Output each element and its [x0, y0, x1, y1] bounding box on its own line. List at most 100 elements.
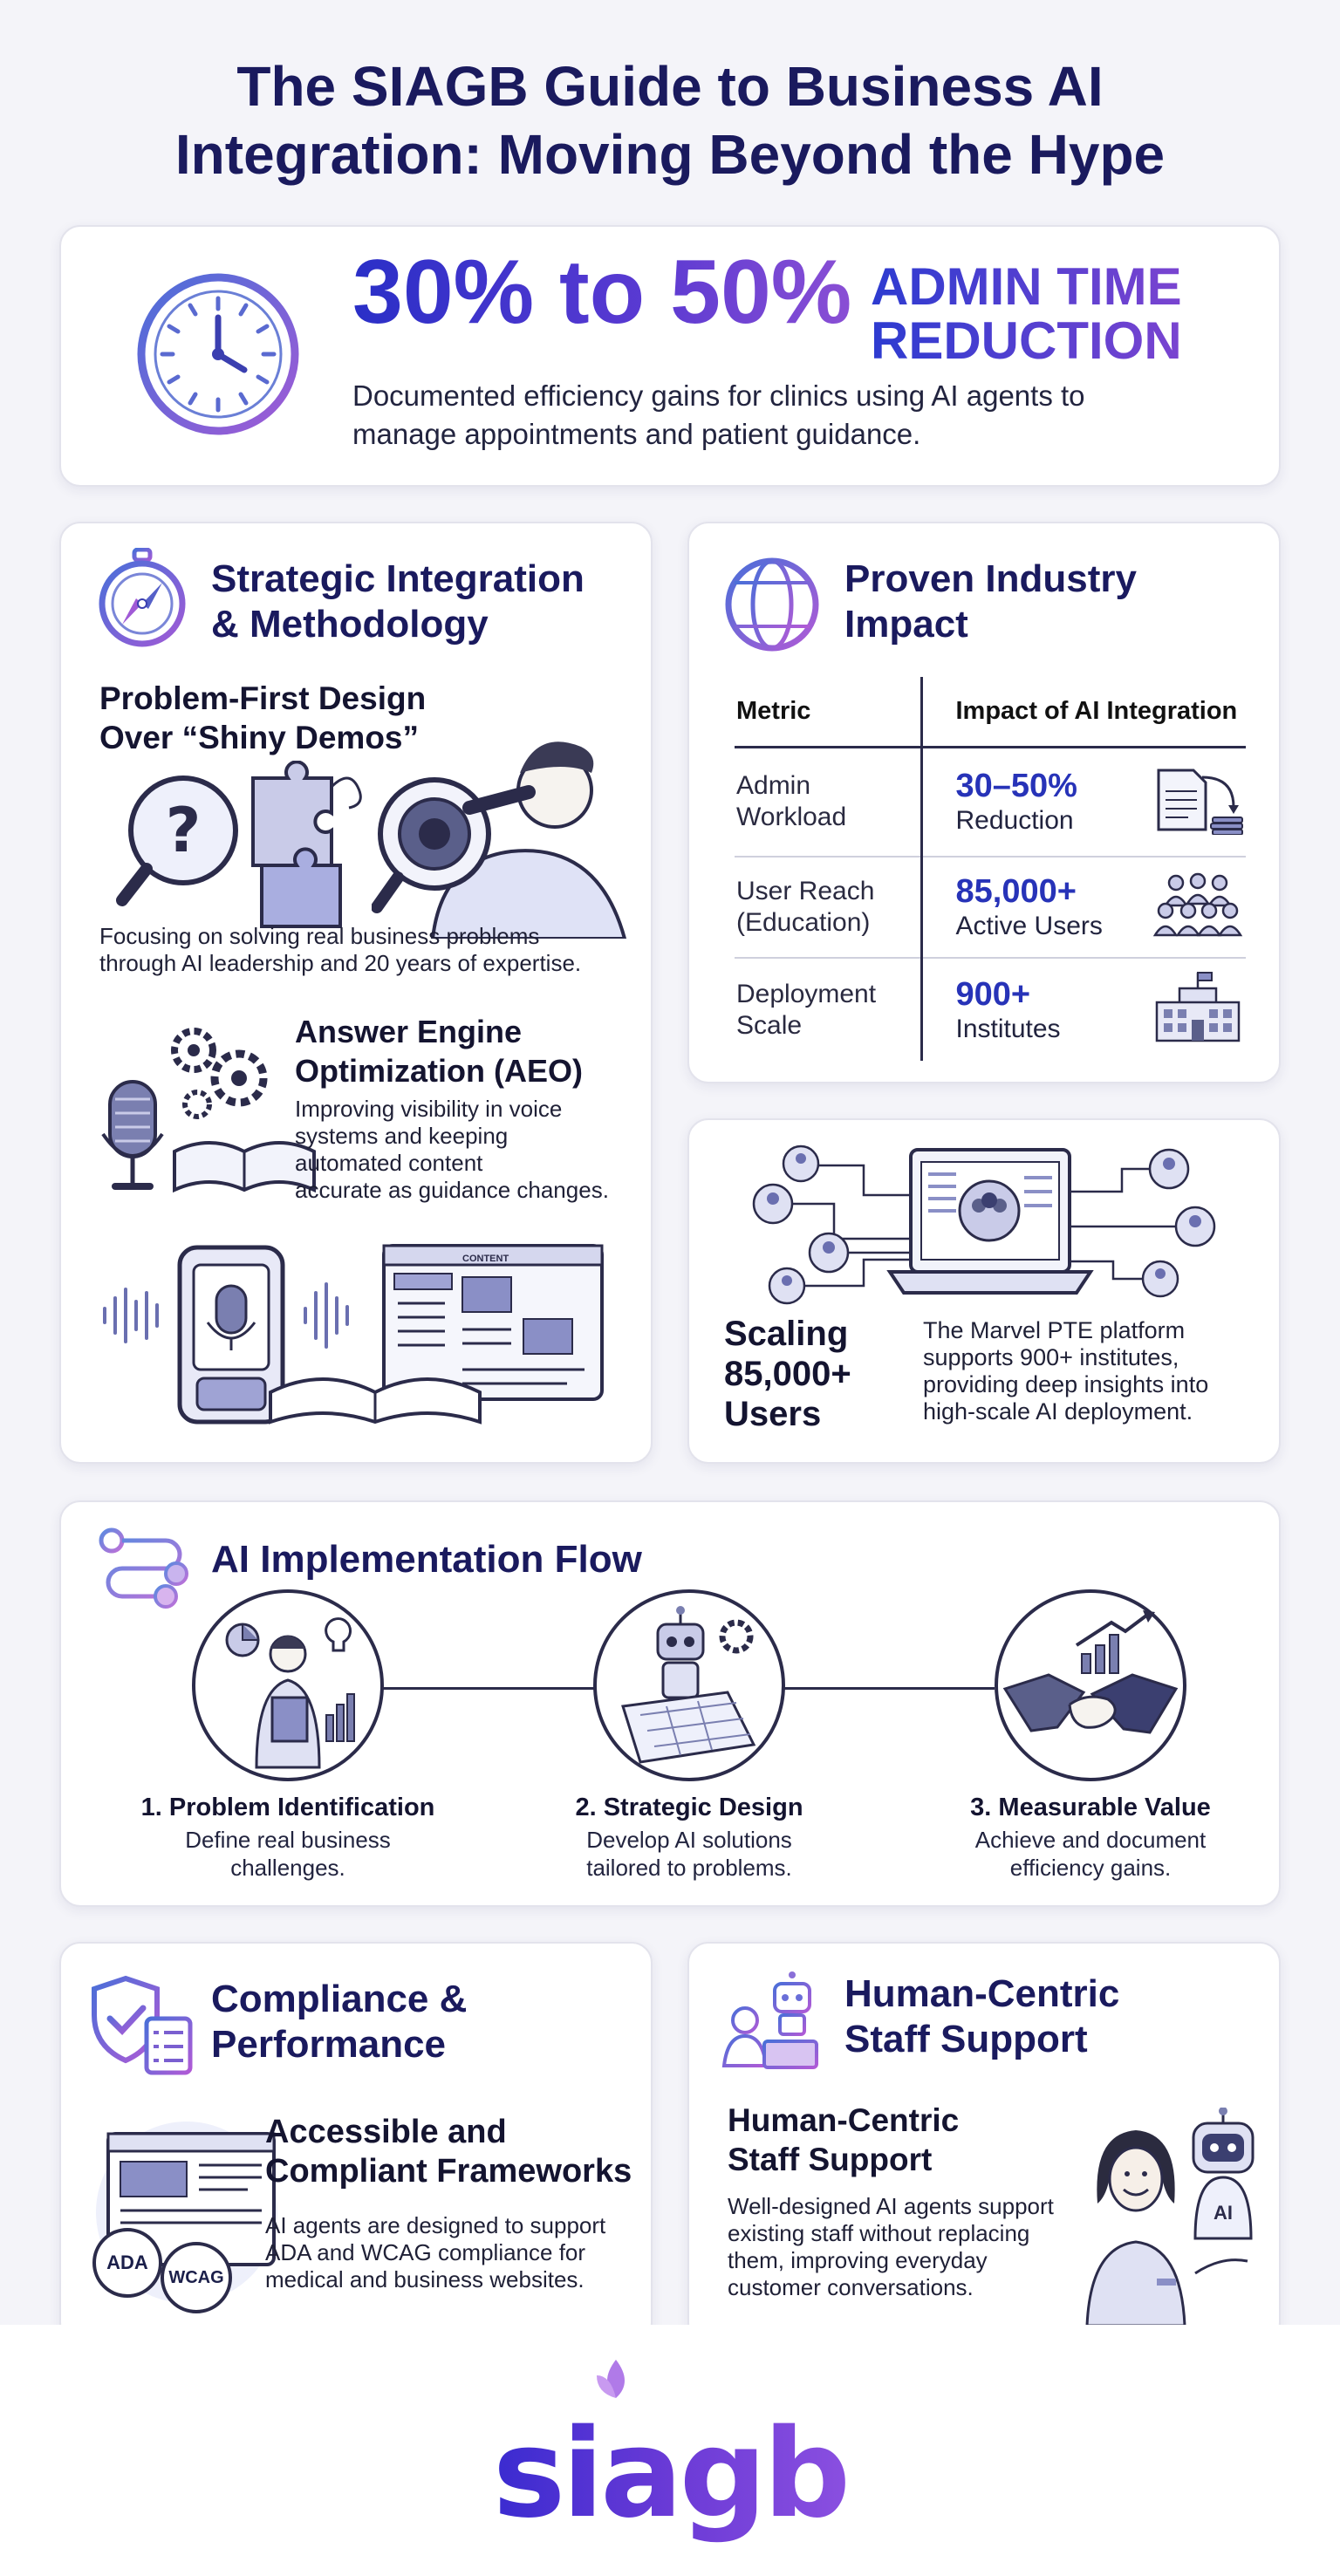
hero-desc-line2: manage appointments and patient guidance…	[352, 418, 921, 450]
flow-step-1: 1. Problem Identification Define real bu…	[96, 1794, 480, 1882]
hero-stat-label-line1: ADMIN TIME	[871, 257, 1182, 316]
aeo-heading: Answer Engine Optimization (AEO)	[295, 1012, 583, 1090]
header-impact: Impact of AI Integration	[920, 677, 1246, 747]
human-desc-line3: them, improving everyday	[728, 2247, 988, 2273]
impact-title-line2: Impact	[844, 603, 968, 646]
step-desc: Define real business challenges.	[96, 1826, 480, 1882]
step-desc-line1: Achieve and document	[974, 1827, 1207, 1853]
scaling-title: Scaling 85,000+ Users	[724, 1314, 851, 1434]
brand-logo-text: siagb	[492, 2403, 851, 2545]
metric-line1: Deployment	[736, 979, 877, 1008]
step-title: 3. Measurable Value	[970, 1794, 1211, 1821]
strategic-card: Strategic Integration & Methodology Prob…	[59, 522, 653, 1464]
header-metric: Metric	[736, 696, 811, 725]
human-title-line1: Human-Centric	[844, 1972, 1120, 2015]
table-row: Deployment Scale 900+ Institutes	[735, 958, 1246, 1061]
step-circle-2	[593, 1589, 785, 1781]
hero-description: Documented efficiency gains for clinics …	[352, 377, 1085, 454]
metric-line1: User Reach	[736, 877, 875, 905]
human-heading: Human-Centric Staff Support	[728, 2101, 959, 2179]
hero-stat-label: ADMIN TIME REDUCTION	[871, 260, 1182, 368]
scaling-title-line1: Scaling	[724, 1315, 849, 1353]
flow-step-2: 2. Strategic Design Develop AI solutions…	[497, 1794, 881, 1882]
compliance-desc: AI agents are designed to support ADA an…	[265, 2212, 605, 2293]
handshake-icon	[1002, 1610, 1179, 1734]
impact-cell: 30–50% Reduction	[920, 747, 1141, 857]
shield-checklist-icon	[92, 1975, 193, 2075]
hero-desc-line1: Documented efficiency gains for clinics …	[352, 379, 1085, 412]
scaling-title-line2: 85,000+	[724, 1355, 851, 1393]
network-laptop-icon	[752, 1145, 1216, 1305]
compass-icon	[99, 548, 186, 647]
step-title: 2. Strategic Design	[575, 1794, 803, 1821]
impact-card: Proven Industry Impact Metric Impact of …	[687, 522, 1281, 1083]
impact-label: Reduction	[955, 806, 1074, 836]
metric-line2: (Education)	[736, 908, 871, 937]
flow-title: AI Implementation Flow	[211, 1538, 642, 1581]
compliance-title-line2: Performance	[211, 2023, 447, 2066]
aeo-heading-line1: Answer Engine	[295, 1014, 523, 1049]
compliance-desc-line3: medical and business websites.	[265, 2266, 585, 2292]
human-title: Human-Centric Staff Support	[844, 1971, 1119, 2062]
compliance-card: Compliance & Performance ADA WCAG Access…	[59, 1942, 653, 2343]
scaling-desc-line4: high-scale AI deployment.	[923, 1398, 1193, 1425]
human-desc-line1: Well-designed AI agents support	[728, 2193, 1054, 2219]
step-desc-line1: Develop AI solutions	[586, 1827, 792, 1853]
ada-badge: ADA	[92, 2228, 162, 2298]
problem-first-heading-line1: Problem-First Design	[99, 680, 427, 716]
hero-stat: 30% to 50%	[352, 242, 852, 343]
table-row: Admin Workload 30–50% Reduction	[735, 747, 1246, 857]
impact-value: 900+	[955, 975, 1031, 1013]
analyst-icon	[225, 1617, 355, 1769]
mic-gears-book-icon	[101, 1028, 316, 1193]
document-stack-icon	[1157, 769, 1243, 836]
step-desc-line2: challenges.	[230, 1855, 345, 1881]
hero-card: 30% to 50% ADMIN TIME REDUCTION Document…	[59, 225, 1281, 487]
hero-stat-label-line2: REDUCTION	[871, 311, 1182, 370]
leaf-icon	[597, 2360, 625, 2398]
metric-cell: Deployment Scale	[735, 958, 921, 1061]
robot-label: AI	[1214, 2202, 1233, 2224]
table-row: User Reach (Education) 85,000+ Active Us…	[735, 857, 1246, 958]
wcag-badge-label: WCAG	[168, 2267, 224, 2287]
page-title-line2: Integration: Moving Beyond the Hype	[174, 123, 1166, 186]
content-label: CONTENT	[462, 1254, 509, 1264]
human-title-line2: Staff Support	[844, 2018, 1088, 2060]
metric-line2: Workload	[736, 803, 847, 832]
impact-icon-cell	[1141, 747, 1246, 857]
metric-line2: Scale	[736, 1010, 803, 1040]
aeo-desc-line4: accurate as guidance changes.	[295, 1177, 609, 1203]
step-desc-line2: tailored to problems.	[586, 1855, 792, 1881]
impact-icon-cell	[1141, 958, 1246, 1061]
impact-title-line1: Proven Industry	[844, 557, 1137, 600]
aeo-desc-line1: Improving visibility in voice	[295, 1096, 563, 1122]
scaling-desc-line3: providing deep insights into	[923, 1371, 1209, 1397]
impact-table-header: Metric Impact of AI Integration	[735, 677, 1246, 747]
human-desc-line4: customer conversations.	[728, 2274, 974, 2300]
metric-cell: User Reach (Education)	[735, 857, 921, 958]
scaling-desc-line2: supports 900+ institutes,	[923, 1344, 1179, 1370]
impact-label: Institutes	[955, 1014, 1061, 1043]
staff-robot-illustration: AI	[1085, 2108, 1255, 2326]
metric-line1: Admin	[736, 771, 811, 801]
magnifier-puzzle-icon: ?	[116, 761, 362, 928]
aeo-desc-line2: systems and keeping	[295, 1123, 509, 1149]
step-desc-line1: Define real business	[185, 1827, 391, 1853]
step-title: 1. Problem Identification	[140, 1794, 435, 1821]
building-icon	[1155, 972, 1241, 1042]
human-heading-line2: Staff Support	[728, 2142, 933, 2177]
impact-label: Active Users	[955, 912, 1103, 940]
compliance-heading-line1: Accessible and	[265, 2114, 507, 2150]
svg-text:?: ?	[166, 795, 202, 866]
person-binoculars-icon	[372, 741, 627, 939]
problem-first-heading: Problem-First Design Over “Shiny Demos”	[99, 679, 426, 757]
human-heading-line1: Human-Centric	[728, 2102, 960, 2138]
step-circle-3	[995, 1589, 1186, 1781]
step-desc-line2: efficiency gains.	[1009, 1855, 1172, 1881]
flow-card: AI Implementation Flow	[59, 1500, 1281, 1907]
flow-step-3: 3. Measurable Value Achieve and document…	[899, 1794, 1282, 1882]
step-desc: Achieve and document efficiency gains.	[899, 1826, 1282, 1882]
problem-first-desc-line1: Focusing on solving real business proble…	[99, 923, 540, 949]
impact-value: 85,000+	[955, 873, 1077, 910]
brand-logo: siagb	[0, 2360, 1340, 2545]
